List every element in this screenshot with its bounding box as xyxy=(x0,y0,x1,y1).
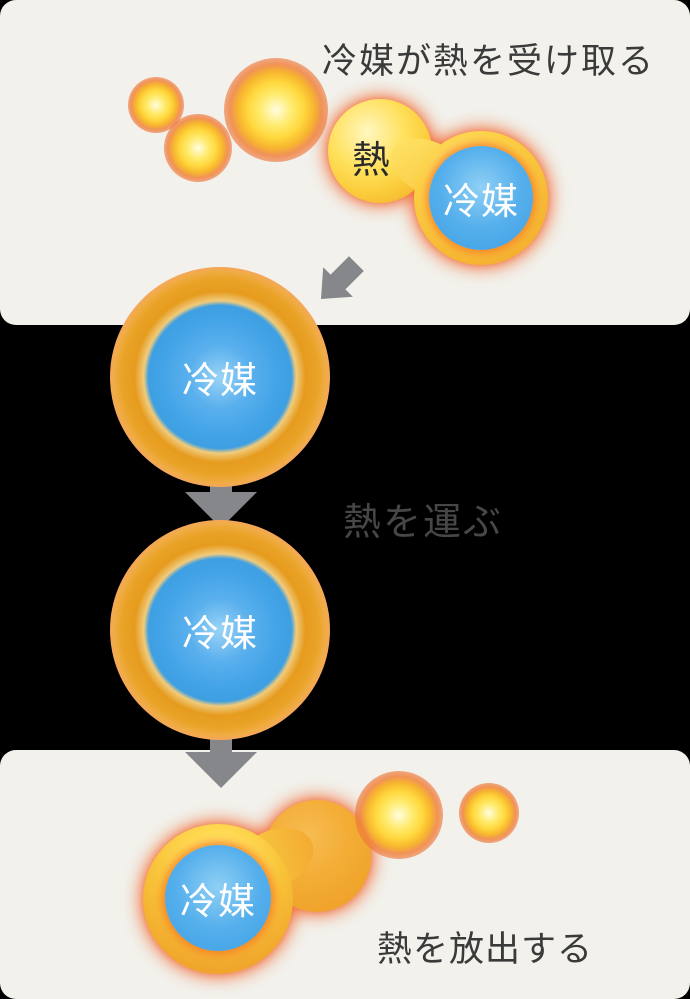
refrigerant-label: 冷媒 xyxy=(182,612,258,655)
arrow-down-icon xyxy=(185,727,257,788)
refrigerant-circle-release: 冷媒 xyxy=(165,845,271,951)
heat-particle xyxy=(355,771,443,859)
refrigerant-circle-carry-bottom: 冷媒 xyxy=(110,520,330,740)
heat-particle xyxy=(459,783,519,843)
refrigerant-label: 冷媒 xyxy=(443,180,519,223)
heat-particle xyxy=(164,114,232,182)
receive-title: 冷媒が熱を受け取る xyxy=(322,42,656,82)
arrow-down-icon xyxy=(185,465,257,528)
refrigerant-circle-receive: 冷媒 xyxy=(429,146,533,250)
refrigerant-label: 冷媒 xyxy=(182,359,258,402)
refrigerant-circle-carry-top: 冷媒 xyxy=(110,267,330,487)
release-label: 熱を放出する xyxy=(377,930,594,970)
heat-label: 熱 xyxy=(352,138,391,182)
heat-particle xyxy=(224,58,328,162)
carry-label: 熱を運ぶ xyxy=(343,500,504,544)
refrigerant-label: 冷媒 xyxy=(180,880,256,923)
arrow-down-left-icon xyxy=(321,256,364,299)
